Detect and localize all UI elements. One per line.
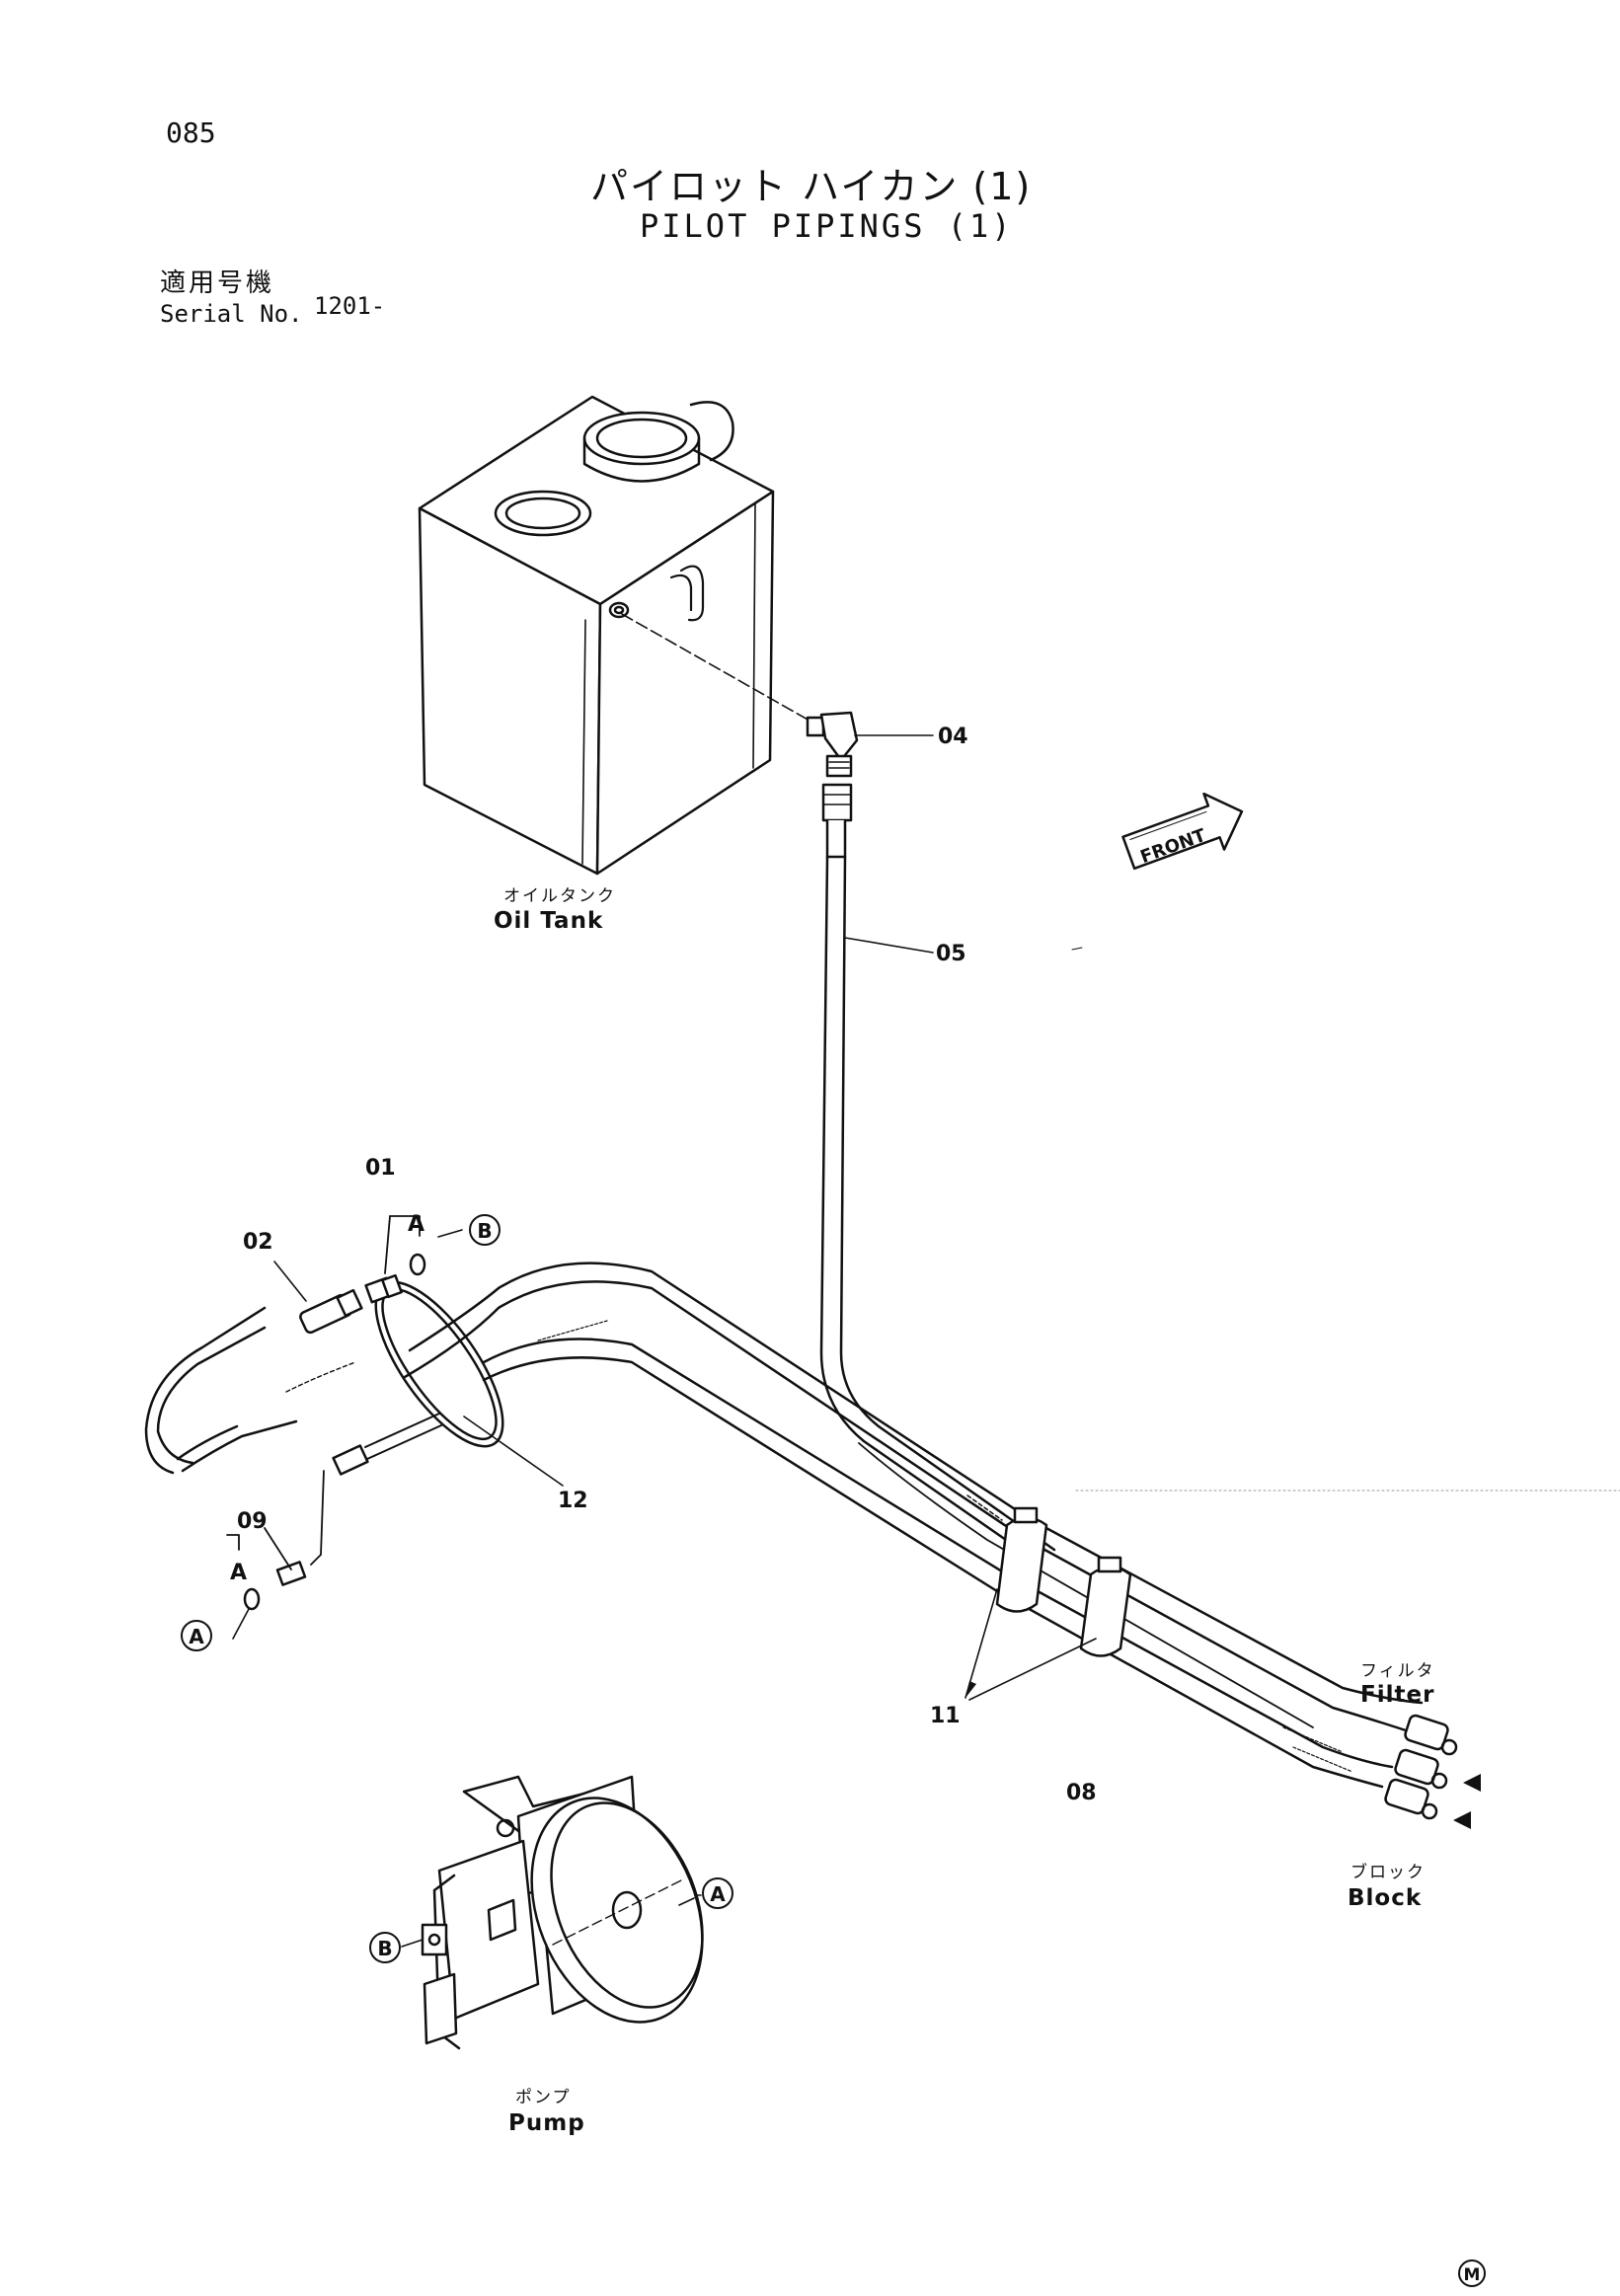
pump-marker-b-circle: B [377,1937,392,1960]
front-arrow [1121,792,1244,871]
elbow-fitting-04 [806,711,859,778]
filter-label: Filter [1360,1682,1434,1708]
block-label: Block [1348,1885,1422,1911]
clamps-11 [995,1506,1132,1657]
oil-tank-label: Oil Tank [494,908,603,934]
pump-label: Pump [508,2110,585,2136]
part-number-08: 08 [1066,1781,1097,1805]
marker-a-label-lower: A [230,1561,247,1585]
small-hose-09 [275,1413,442,1586]
hose-02 [176,1288,363,1473]
fitting-01 [364,1273,403,1304]
marker-a-circle: A [189,1625,204,1648]
hose-bundle-08 [144,1262,1458,1820]
part-number-01: 01 [365,1156,396,1181]
page-title: PILOT PIPINGS (1) [640,207,1014,245]
page-number: 085 [166,116,216,149]
pump-drawing [421,1775,704,2050]
part-number-12: 12 [558,1489,588,1513]
oil-tank-label-japanese: オイルタンク [503,886,616,906]
part-number-05: 05 [936,942,966,966]
part-number-11: 11 [930,1704,961,1728]
serial-label-japanese: 適用号機 [160,268,275,298]
pump-marker-a-circle: A [710,1882,726,1906]
oil-tank-drawing [418,395,775,876]
pump-label-japanese: ポンプ [515,2088,572,2107]
part-number-09: 09 [237,1509,268,1534]
part-number-04: 04 [938,725,968,749]
marker-b-circle: B [477,1219,492,1243]
filter-label-japanese: フィルタ [1360,1661,1435,1681]
hose-05 [819,783,1056,1567]
flow-arrows [1453,1774,1481,1829]
mark-m: M [1464,2265,1481,2285]
serial-label: Serial No. [160,300,303,328]
block-label-japanese: ブロック [1350,1862,1426,1882]
serial-value: 1201- [314,292,386,320]
part-number-02: 02 [243,1230,273,1255]
page-title-japanese: パイロット ハイカン (1) [590,165,1033,208]
marker-a-label: A [408,1212,424,1237]
